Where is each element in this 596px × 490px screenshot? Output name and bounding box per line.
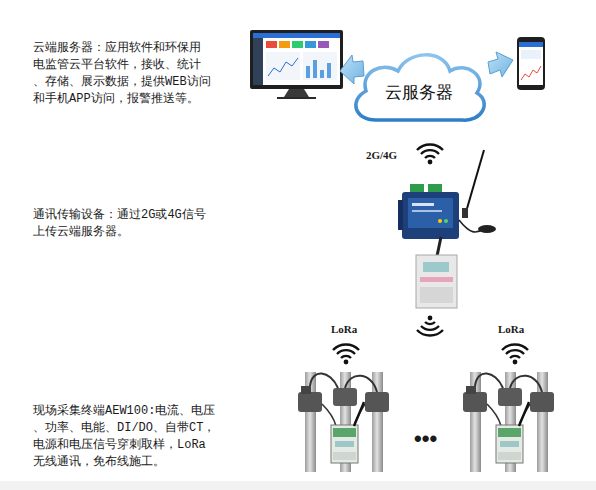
gateway-device xyxy=(398,150,496,239)
node-title: 云服务器 xyxy=(385,83,453,103)
meter-display xyxy=(423,262,449,272)
push-arrow xyxy=(488,52,513,77)
mount-ear xyxy=(398,200,403,230)
screen-bar xyxy=(313,60,317,78)
node-text-wrap: 云服务器 xyxy=(346,44,492,128)
screen-line xyxy=(268,58,298,76)
monitor-frame xyxy=(250,30,343,89)
description-text: 现场采集终端AEW100:电流、电压 、功率、电能、DI/DO、自带CT， 电源… xyxy=(33,403,217,471)
bottom-strip xyxy=(0,481,596,490)
phone-line xyxy=(521,66,541,80)
phone-screen xyxy=(519,42,543,85)
screen-card xyxy=(266,41,277,48)
suction-antenna xyxy=(478,225,496,233)
cloud-shape xyxy=(356,55,484,120)
gateway-panel xyxy=(408,198,453,228)
screen-card xyxy=(279,41,290,48)
meter-terminals xyxy=(420,287,453,303)
phone-card xyxy=(521,50,541,59)
protocol-label: LoRa xyxy=(498,322,538,336)
gateway-body xyxy=(402,192,459,239)
meter-band xyxy=(420,277,453,282)
lora-concentrator xyxy=(416,237,457,308)
cloud-node: 云服务器 xyxy=(346,44,492,128)
screen-card xyxy=(292,41,303,48)
screen-sidebar xyxy=(253,38,263,85)
monitor-base xyxy=(277,97,316,99)
terminal-block xyxy=(428,184,442,193)
mobile-phone xyxy=(517,37,545,90)
push-arrow xyxy=(340,55,364,84)
screen-bar xyxy=(320,70,324,78)
wireless-icon xyxy=(502,344,528,364)
meter-body xyxy=(416,255,457,308)
wireless-icon xyxy=(333,344,359,364)
terminal-block xyxy=(410,184,424,193)
screen-card xyxy=(305,41,316,48)
phone-frame xyxy=(517,37,545,90)
antenna-base xyxy=(462,208,468,218)
phone-header xyxy=(519,42,543,47)
screen-chart xyxy=(266,52,300,80)
monitor xyxy=(250,30,343,99)
monitor-screen xyxy=(253,33,340,85)
screen-bar xyxy=(306,66,310,78)
meter-antenna xyxy=(437,237,441,256)
screen-bar xyxy=(327,63,331,78)
screen-header xyxy=(253,33,340,38)
protocol-label: LoRa xyxy=(331,322,371,336)
wireless-icon xyxy=(417,144,443,164)
field-terminal-group xyxy=(298,372,389,472)
panel-text xyxy=(412,203,434,206)
antenna xyxy=(466,150,484,212)
description-text: 通讯传输设备：通过2G或4G信号 上传云端服务器。 xyxy=(33,207,212,241)
field-terminal-group xyxy=(463,372,554,472)
screen-chart xyxy=(303,52,337,80)
status-led xyxy=(444,219,448,223)
status-led xyxy=(438,219,442,223)
screen-card xyxy=(318,41,329,48)
wireless-icon xyxy=(417,316,443,336)
network-label: 2G/4G xyxy=(366,148,416,162)
monitor-stand xyxy=(284,89,309,97)
description-text: 云端服务器：应用软件和环保用 电监管云平台软件，接收、统计 、存储、展示数据，提… xyxy=(33,40,212,108)
ellipsis-mark: ••• xyxy=(414,426,454,452)
panel-text xyxy=(412,210,442,212)
